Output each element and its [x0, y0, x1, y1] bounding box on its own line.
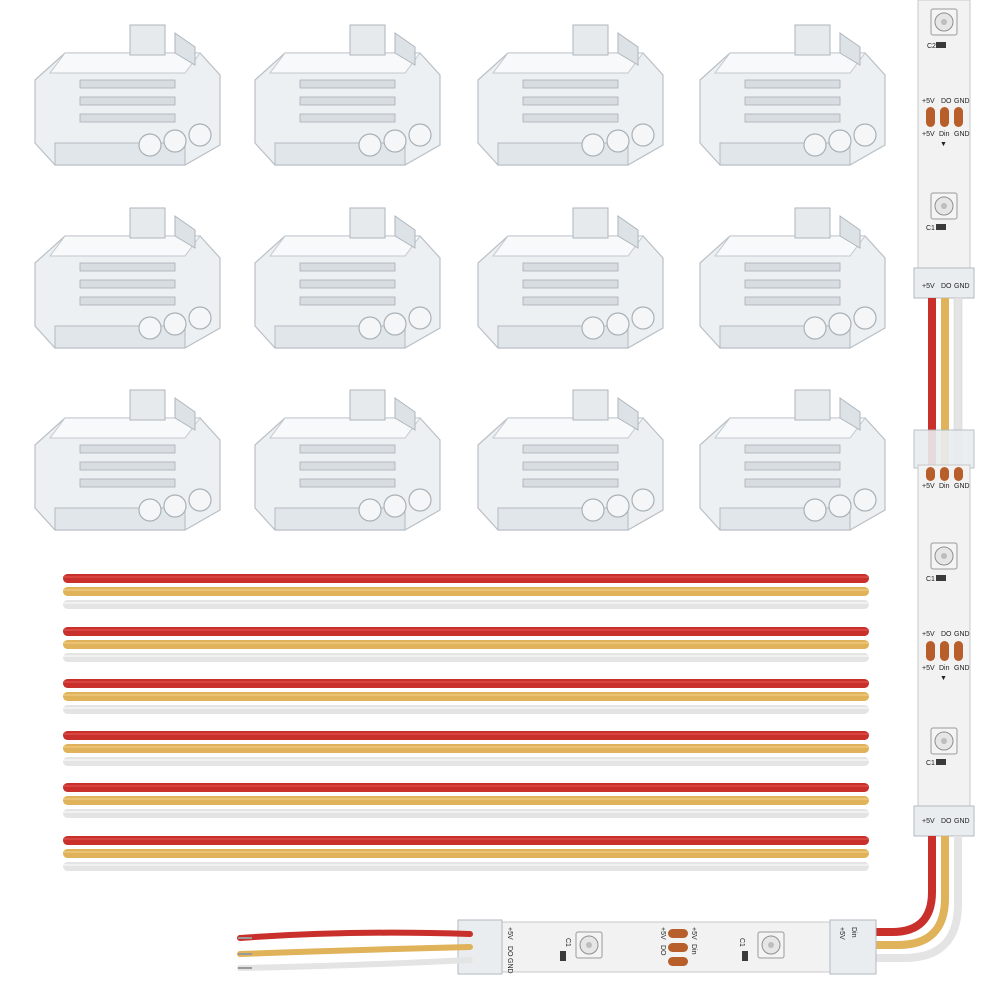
jumper-wire-yellow — [941, 298, 949, 468]
capacitor-label: C1 — [926, 760, 935, 767]
pad-label-gnd: GND — [954, 483, 970, 490]
connector-grid — [34, 24, 886, 531]
solder-pad — [954, 641, 963, 661]
wire-set — [63, 783, 869, 818]
pad-label-5v: +5V — [922, 98, 935, 105]
pad-label-din: Din — [939, 483, 950, 490]
capacitor — [742, 951, 748, 961]
lead-wire-yellow — [237, 944, 473, 957]
solder-pad — [668, 957, 688, 966]
pad-label-din: Din — [939, 131, 950, 138]
led-strip-horizontal: +5V DO GND C1 +5V DO +5V Din C1 +5V Din — [457, 919, 877, 975]
wire-set — [63, 731, 869, 766]
solder-pad — [926, 467, 935, 481]
capacitor-label: C1 — [738, 938, 745, 947]
direction-arrow: ▼ — [940, 141, 947, 148]
solder-pad — [926, 641, 935, 661]
pad-label-5v: +5V — [922, 631, 935, 638]
pad-label-gnd: GND — [954, 631, 970, 638]
solder-pad — [940, 107, 949, 127]
led-chip — [930, 727, 958, 755]
pad-label-5v: +5V — [922, 283, 935, 290]
wire-set — [63, 679, 869, 714]
connector-clip — [699, 389, 886, 531]
pad-label-din: Din — [690, 944, 697, 955]
capacitor — [560, 951, 566, 961]
solder-pad — [954, 467, 963, 481]
connector-clip — [254, 389, 441, 531]
pad-label-gnd: GND — [506, 958, 513, 974]
pad-label-do: DO — [941, 631, 952, 638]
pad-label-5v: +5V — [659, 927, 666, 940]
pad-label-din: Din — [850, 927, 857, 938]
capacitor-label: C2 — [927, 43, 936, 50]
pad-label-5v: +5V — [922, 665, 935, 672]
pad-label-do: DO — [659, 945, 666, 956]
solder-pad — [668, 943, 688, 952]
capacitor — [936, 759, 946, 765]
pad-label-do: DO — [506, 946, 513, 957]
pad-label-5v: +5V — [506, 927, 513, 940]
connector-clip — [477, 24, 664, 166]
led-chip — [757, 931, 785, 959]
strip-connector — [913, 805, 975, 837]
pad-label-gnd: GND — [954, 131, 970, 138]
capacitor — [936, 575, 946, 581]
connector-clip — [477, 389, 664, 531]
pad-label-5v: +5V — [922, 483, 935, 490]
wire-set — [63, 574, 869, 609]
capacitor-label: C1 — [564, 938, 571, 947]
led-chip — [930, 192, 958, 220]
led-chip — [930, 542, 958, 570]
lead-wire-red — [237, 929, 473, 941]
wire-set — [63, 836, 869, 871]
led-chip — [575, 931, 603, 959]
pad-label-gnd: GND — [954, 98, 970, 105]
pad-label-do: DO — [941, 98, 952, 105]
capacitor-label: C1 — [926, 576, 935, 583]
connector-clip — [34, 389, 221, 531]
corner-jumper-wires — [870, 836, 962, 962]
pad-label-do: DO — [941, 283, 952, 290]
capacitor-label: C1 — [926, 225, 935, 232]
pad-label-gnd: GND — [954, 818, 970, 825]
wire-set — [63, 627, 869, 662]
connector-clip — [699, 207, 886, 349]
strip-connector — [829, 919, 877, 975]
solder-pad — [668, 929, 688, 938]
strip-connector — [913, 429, 975, 469]
connector-clip — [254, 207, 441, 349]
solder-pad — [940, 467, 949, 481]
pad-label-din: Din — [939, 665, 950, 672]
connector-clip — [34, 24, 221, 166]
pad-label-5v: +5V — [922, 131, 935, 138]
lead-wire-white — [237, 957, 473, 971]
solder-pad — [940, 641, 949, 661]
solder-pad — [954, 107, 963, 127]
capacitor — [936, 224, 946, 230]
pad-label-gnd: GND — [954, 665, 970, 672]
pad-label-5v: +5V — [690, 927, 697, 940]
solder-pad — [926, 107, 935, 127]
connector-clip — [699, 24, 886, 166]
pad-label-5v: +5V — [922, 818, 935, 825]
led-chip — [930, 8, 958, 36]
lead-wires — [237, 929, 473, 971]
loose-wires — [63, 574, 869, 871]
pad-label-5v: +5V — [838, 927, 845, 940]
led-strip-vertical: C2 +5V DO GND +5V Din GND ▼ C1 +5V DO GN… — [913, 0, 975, 837]
jumper-wire-red — [928, 298, 936, 468]
connector-clip — [254, 24, 441, 166]
capacitor — [936, 42, 946, 48]
pad-label-do: DO — [941, 818, 952, 825]
connector-clip — [34, 207, 221, 349]
direction-arrow: ▼ — [940, 675, 947, 682]
strip-connector — [913, 267, 975, 299]
pad-label-gnd: GND — [954, 283, 970, 290]
connector-clip — [477, 207, 664, 349]
